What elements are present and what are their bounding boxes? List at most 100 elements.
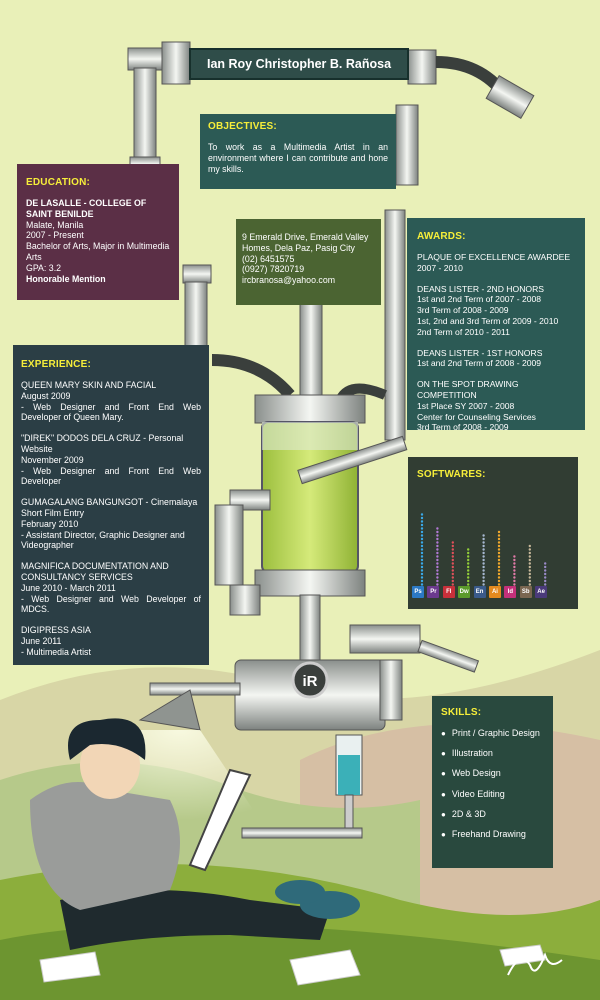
software-level-dot [451,548,454,551]
bullet-icon: ● [441,729,446,738]
software-icon-pr: Pr [427,586,440,598]
software-level-dot [420,562,424,565]
award-item: DEANS LISTER - 1ST HONORS 1st and 2nd Te… [417,348,575,370]
software-level-dot [436,583,439,586]
software-level-dot [420,534,424,537]
software-level-dot [451,572,454,576]
software-level-dot [513,579,516,583]
experience-role: - Web Designer and Web Developer of MDCS… [21,593,201,615]
software-level-dot [420,555,424,558]
award-detail: 1st and 2nd Term of 2008 - 2009 [417,358,542,369]
skill-label: Illustration [451,748,493,759]
software-level-dot [420,579,424,583]
software-level-dot [513,562,516,565]
software-icon-ae: Ae [535,586,548,598]
software-level-dot [497,530,501,534]
software-level-dot [497,551,501,555]
software-level-dot [497,537,501,541]
software-level-dot [420,544,424,548]
experience-org: GUMAGALANG BANGUNGOT - Cinemalaya Short … [21,497,198,518]
experience-role: - Assistant Director, Graphic Designer a… [21,529,185,551]
experience-panel: EXPERIENCE: QUEEN MARY SKIN AND FACIAL A… [13,345,209,665]
software-level-dot [436,551,439,555]
software-level-dot [467,569,470,572]
software-level-dot [528,576,531,579]
experience-org: QUEEN MARY SKIN AND FACIAL [21,380,157,390]
experience-date: June 2010 - March 2011 [21,582,116,593]
paper [499,944,546,967]
experience-date: June 2011 [21,635,62,646]
software-level-dot [467,551,470,555]
award-detail: 1st and 2nd Term of 2007 - 2008 [417,294,542,305]
award-detail: Center for Counseling Services [417,411,536,422]
software-level-dot [528,583,531,586]
software-level-dot [544,583,547,586]
software-level-dot [451,565,454,569]
bullet-icon: ● [441,829,446,839]
education-title: EDUCATION: [26,177,91,188]
software-level-dot [528,548,531,551]
award-name: ON THE SPOT DRAWING COMPETITION [417,379,519,400]
software-level-dot [497,558,501,562]
software-level-dot [436,565,439,569]
software-level-dot [467,565,470,569]
software-level-dot [482,537,485,541]
software-level-dot [451,555,454,558]
software-level-dot [436,548,439,551]
software-level-dot [482,544,485,548]
software-level-dot [497,548,501,551]
software-icon-dw: Dw [458,586,471,598]
software-level-dot [482,572,485,576]
character-shoe [275,880,325,904]
software-level-dot [513,555,516,558]
software-level-dot [420,572,424,576]
experience-item: DIGIPRESS ASIA June 2011 - Multimedia Ar… [21,625,201,657]
bullet-icon: ● [441,789,446,799]
experience-org: "DIREK" DODOS DELA CRUZ - Personal Websi… [21,433,184,454]
software-icon-sb: Sb [519,586,532,598]
software-level-dot [436,530,439,534]
software-level-dot [420,530,424,534]
contact-email[interactable]: ircbranosa@yahoo.com [242,275,336,286]
software-level-dot [436,527,439,530]
software-level-dot [544,576,547,579]
software-level-dot [528,551,531,555]
software-level-dot [497,576,501,579]
experience-item: "DIREK" DODOS DELA CRUZ - Personal Websi… [21,433,201,487]
full-name: Ian Roy Christopher B. Rañosa [206,57,392,71]
software-level-dot [513,565,516,569]
software-level-dot [451,583,454,586]
software-level-dot [513,576,516,579]
software-level-dot [436,541,439,544]
software-level-dot [544,562,547,565]
software-level-dot [544,579,547,583]
award-detail: 3rd Term of 2008 - 2009 [417,422,509,433]
skill-label: Video Editing [451,788,505,799]
skill-item: ●2D & 3D [441,809,544,819]
contact-address: 9 Emerald Drive, Emerald Valley Homes, D… [242,232,369,253]
software-level-dot [482,558,485,562]
education-location: Malate, Manila [26,219,84,230]
software-level-dot [482,555,485,558]
software-level-dot [497,572,501,576]
objectives-title: OBJECTIVES: [208,121,277,132]
award-detail: 2007 - 2010 [417,262,463,273]
software-level-dot [436,572,439,576]
software-level-dot [528,569,531,572]
software-level-dot [482,548,485,551]
experience-date: November 2009 [21,454,84,465]
software-level-dot [528,544,531,548]
softwares-title: SOFTWARES: [417,469,486,480]
software-level-dot [436,537,439,541]
software-level-dot [497,565,501,569]
software-level-dot [436,555,439,558]
software-level-dot [451,579,454,583]
software-level-dot [513,558,516,562]
software-level-dot [436,534,439,537]
software-level-dot [451,569,454,572]
skill-item: ●Freehand Drawing [441,829,544,839]
award-item: PLAQUE OF EXCELLENCE AWARDEE 2007 - 2010 [417,252,575,274]
skill-label: 2D & 3D [451,808,486,819]
education-gpa: GPA: 3.2 [26,262,62,273]
